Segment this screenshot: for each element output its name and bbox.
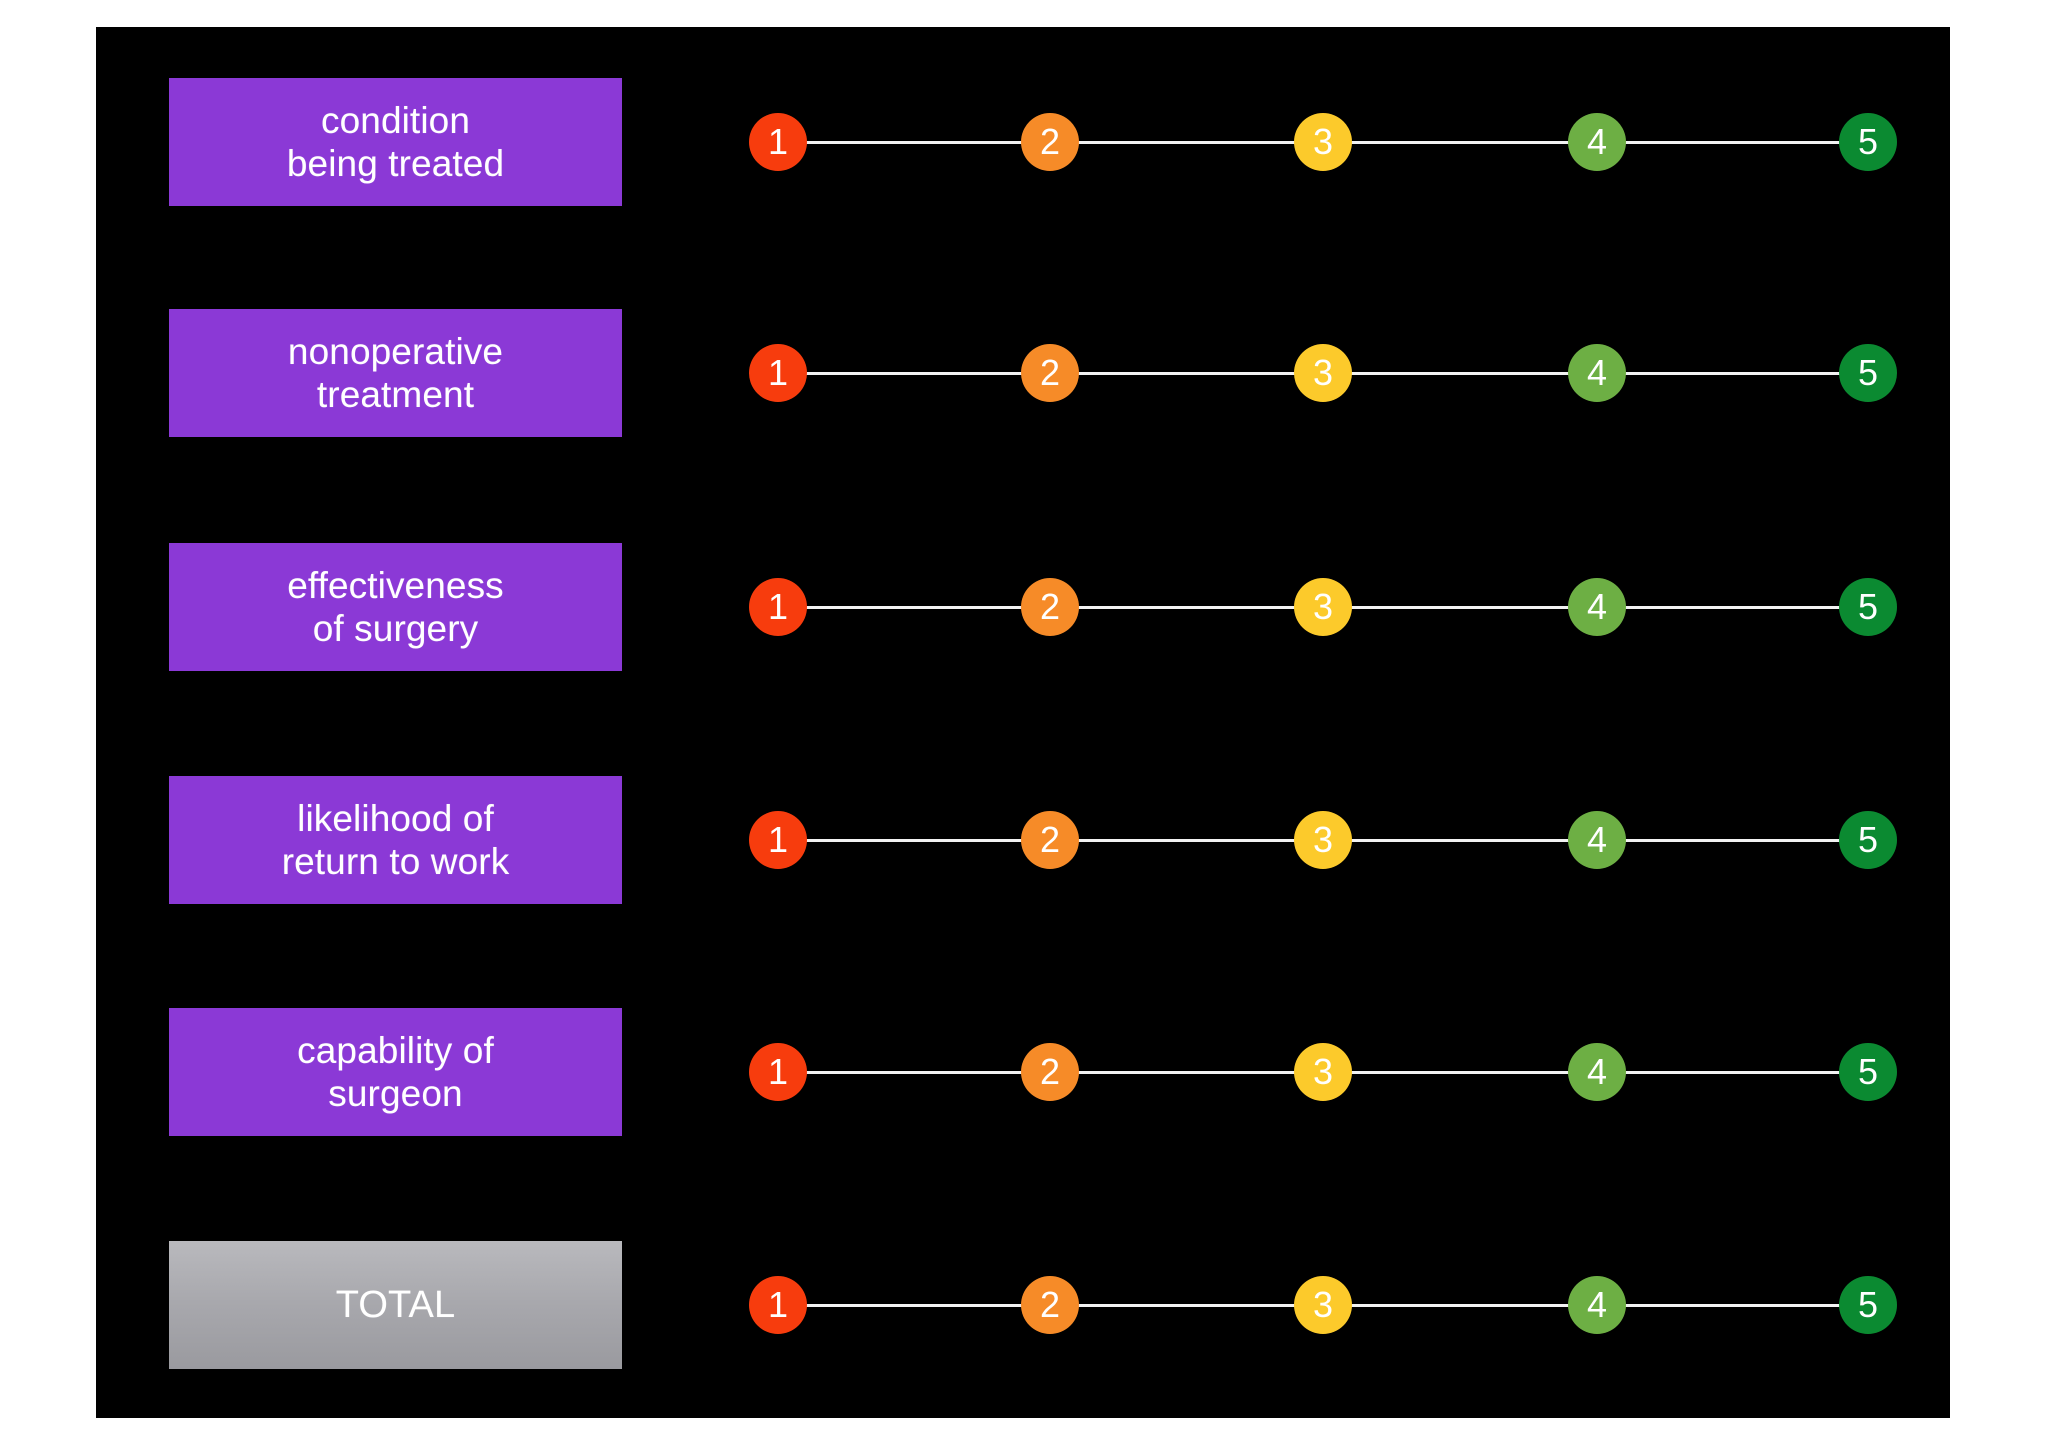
likert-scale-track: 1 2 3 4 5	[749, 776, 1897, 904]
rating-option-1[interactable]: 1	[749, 1276, 807, 1334]
criterion-label-chip: condition being treated	[169, 78, 622, 206]
rating-option-5[interactable]: 5	[1839, 113, 1897, 171]
rating-option-5[interactable]: 5	[1839, 1043, 1897, 1101]
criterion-label-chip: capability of surgeon	[169, 1008, 622, 1136]
rating-option-4[interactable]: 4	[1568, 1043, 1626, 1101]
rating-option-5[interactable]: 5	[1839, 344, 1897, 402]
rating-option-4[interactable]: 4	[1568, 578, 1626, 636]
likert-scale-track: 1 2 3 4 5	[749, 1241, 1897, 1369]
rating-option-2[interactable]: 2	[1021, 811, 1079, 869]
rating-option-4[interactable]: 4	[1568, 1276, 1626, 1334]
rating-option-3[interactable]: 3	[1294, 1043, 1352, 1101]
likert-scale-track: 1 2 3 4 5	[749, 543, 1897, 671]
rating-option-5[interactable]: 5	[1839, 811, 1897, 869]
likert-scale-track: 1 2 3 4 5	[749, 1008, 1897, 1136]
rating-option-1[interactable]: 1	[749, 344, 807, 402]
criterion-label-chip: likelihood of return to work	[169, 776, 622, 904]
criteria-row: likelihood of return to work 1 2 3 4 5	[96, 776, 1950, 904]
rating-option-4[interactable]: 4	[1568, 344, 1626, 402]
rating-option-2[interactable]: 2	[1021, 113, 1079, 171]
criteria-row: nonoperative treatment 1 2 3 4 5	[96, 309, 1950, 437]
likert-scale-track: 1 2 3 4 5	[749, 78, 1897, 206]
rating-option-4[interactable]: 4	[1568, 113, 1626, 171]
criteria-row: capability of surgeon 1 2 3 4 5	[96, 1008, 1950, 1136]
rating-option-3[interactable]: 3	[1294, 1276, 1352, 1334]
rating-option-1[interactable]: 1	[749, 811, 807, 869]
criteria-row: condition being treated 1 2 3 4 5	[96, 78, 1950, 206]
rating-option-2[interactable]: 2	[1021, 1043, 1079, 1101]
rating-option-3[interactable]: 3	[1294, 578, 1352, 636]
rating-option-1[interactable]: 1	[749, 1043, 807, 1101]
rating-option-2[interactable]: 2	[1021, 578, 1079, 636]
total-label-chip: TOTAL	[169, 1241, 622, 1369]
rating-option-2[interactable]: 2	[1021, 1276, 1079, 1334]
criteria-row: effectiveness of surgery 1 2 3 4 5	[96, 543, 1950, 671]
rating-option-3[interactable]: 3	[1294, 344, 1352, 402]
rating-option-3[interactable]: 3	[1294, 113, 1352, 171]
rating-option-5[interactable]: 5	[1839, 1276, 1897, 1334]
likert-scale-track: 1 2 3 4 5	[749, 309, 1897, 437]
rating-option-1[interactable]: 1	[749, 113, 807, 171]
criteria-row: TOTAL 1 2 3 4 5	[96, 1241, 1950, 1369]
rating-option-1[interactable]: 1	[749, 578, 807, 636]
rating-option-3[interactable]: 3	[1294, 811, 1352, 869]
criterion-label-chip: nonoperative treatment	[169, 309, 622, 437]
rating-option-5[interactable]: 5	[1839, 578, 1897, 636]
criterion-label-chip: effectiveness of surgery	[169, 543, 622, 671]
rating-option-2[interactable]: 2	[1021, 344, 1079, 402]
rating-option-4[interactable]: 4	[1568, 811, 1626, 869]
